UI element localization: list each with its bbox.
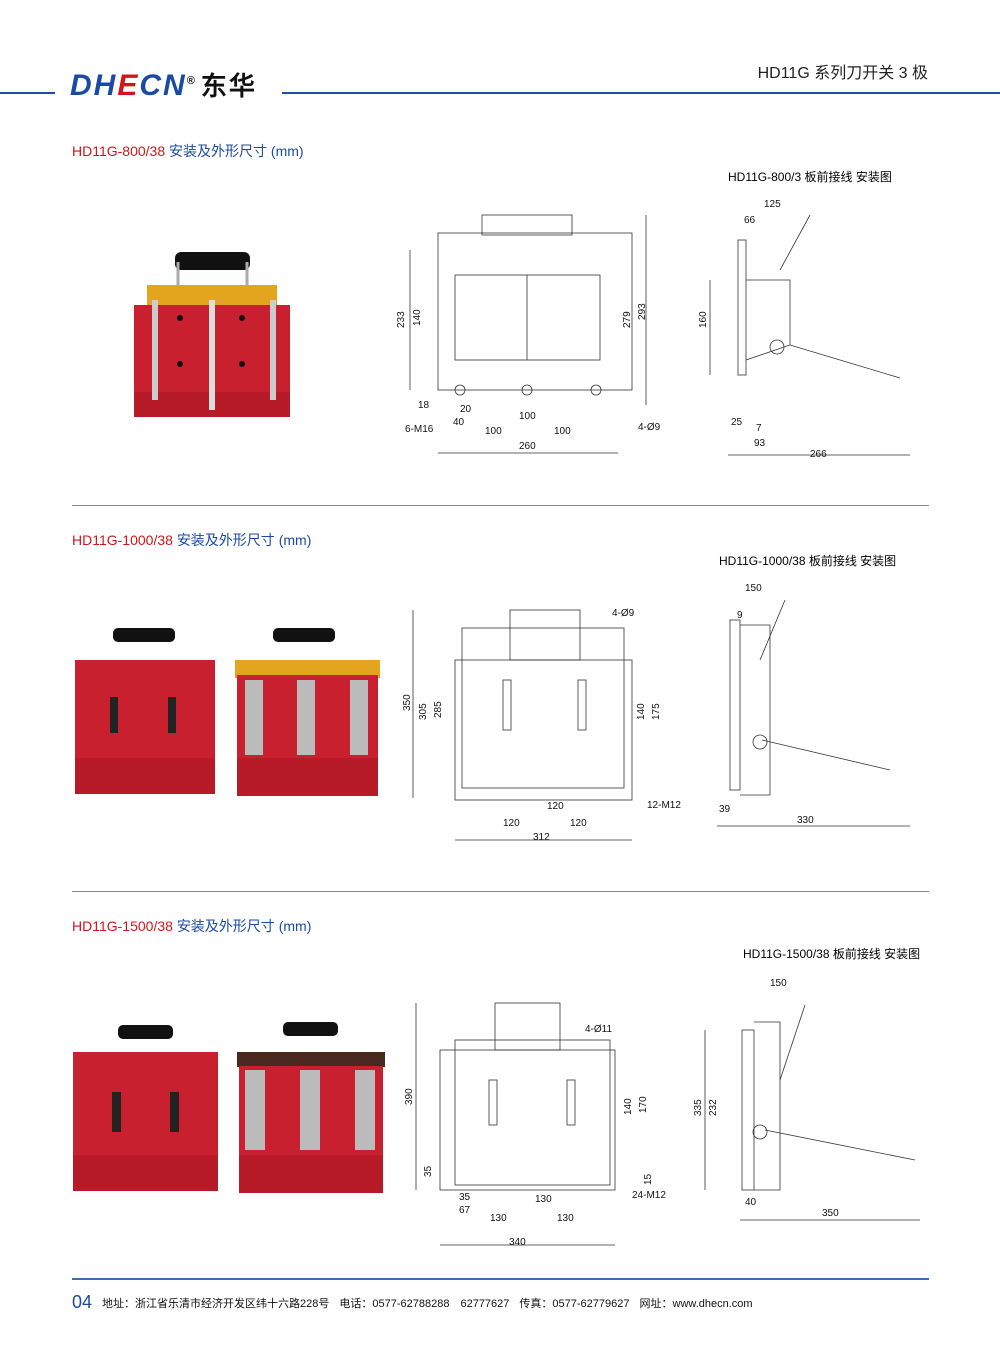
drawing-1000-side: 150 9 39 330 [717,583,910,827]
photo-1500-front [73,1025,218,1191]
svg-text:170: 170 [638,1096,649,1113]
svg-text:293: 293 [637,303,648,320]
svg-text:40: 40 [453,417,465,428]
section-title-1000: HD11G-1000/38 安装及外形尺寸 (mm) [72,530,311,550]
svg-text:6-M16: 6-M16 [405,424,434,435]
caption: 安装及外形尺寸 (mm) [176,918,312,934]
svg-text:4-Ø9: 4-Ø9 [638,422,661,433]
photo-800 [134,252,290,417]
model-name: HD11G-1000/38 [72,532,173,548]
svg-text:330: 330 [797,815,814,826]
page-number: 04 [72,1292,93,1312]
svg-text:120: 120 [570,818,587,829]
drawing-1000-front: 4-Ø9 350 305 285 140 175 120 120 120 312… [402,608,681,843]
svg-text:130: 130 [490,1213,507,1224]
svg-text:266: 266 [810,449,827,460]
svg-text:35: 35 [459,1192,471,1203]
svg-text:125: 125 [764,199,781,210]
svg-text:160: 160 [698,311,709,328]
fax: 传真：0577-62779627 [519,1297,630,1310]
svg-text:40: 40 [745,1197,757,1208]
svg-text:305: 305 [418,703,429,720]
photo-1000-front [75,628,215,794]
drawing-1500-side: 150 335 232 40 350 [693,978,920,1221]
svg-text:4-Ø11: 4-Ø11 [585,1024,612,1035]
side-drawing-title: HD11G-1000/38 板前接线 安装图 [719,554,897,568]
svg-text:67: 67 [459,1205,471,1216]
drawing-1500-front: 4-Ø11 390 140 170 35 35 67 130 130 130 3… [404,1002,666,1248]
website-link[interactable]: 网址：www.dhecn.com [639,1297,753,1310]
svg-text:130: 130 [557,1213,574,1224]
header-rule-left [0,92,55,94]
photo-1000-back [235,628,380,796]
svg-text:175: 175 [651,703,662,720]
model-name: HD11G-1500/38 [72,918,173,934]
caption: 安装及外形尺寸 (mm) [176,532,312,548]
svg-text:35: 35 [423,1165,434,1177]
page-title: HD11G 系列刀开关 3 极 [757,65,928,82]
svg-text:66: 66 [744,215,756,226]
svg-text:120: 120 [547,801,564,812]
svg-text:25: 25 [731,417,743,428]
svg-text:150: 150 [770,978,787,989]
svg-text:232: 232 [708,1099,719,1116]
svg-text:12-M12: 12-M12 [647,800,681,811]
svg-text:15: 15 [643,1173,654,1185]
svg-text:100: 100 [519,411,536,422]
model-name: HD11G-800/38 [72,143,166,159]
svg-text:233: 233 [396,311,407,328]
svg-text:140: 140 [623,1098,634,1115]
svg-text:7: 7 [756,423,762,434]
header-rule-right [282,92,1000,94]
divider [72,891,929,892]
svg-text:260: 260 [519,441,536,452]
svg-text:18: 18 [418,400,430,411]
svg-text:312: 312 [533,832,550,843]
footer-rule [72,1278,929,1280]
footer: 04 地址：浙江省乐清市经济开发区纬十六路228号 电话：0577-627882… [72,1292,753,1313]
svg-text:340: 340 [509,1237,526,1248]
svg-text:140: 140 [636,703,647,720]
svg-text:4-Ø9: 4-Ø9 [612,608,635,619]
svg-text:93: 93 [754,438,766,449]
svg-text:120: 120 [503,818,520,829]
svg-text:100: 100 [554,426,571,437]
logo-cn: 东华 [200,71,257,101]
svg-text:285: 285 [433,701,444,718]
svg-text:279: 279 [622,311,633,328]
svg-text:140: 140 [412,309,423,326]
svg-text:150: 150 [745,583,762,594]
address: 地址：浙江省乐清市经济开发区纬十六路228号 [102,1297,330,1310]
svg-text:100: 100 [485,426,502,437]
drawing-800-side: 125 66 160 25 7 93 266 [698,199,910,460]
section-title-800: HD11G-800/38 安装及外形尺寸 (mm) [72,141,304,161]
logo: DHECN®东华 [70,69,257,102]
drawing-800-front: 233 140 279 293 18 20 40 6-M16 100 100 1… [396,214,661,454]
svg-text:39: 39 [719,804,731,815]
svg-text:9: 9 [737,610,743,621]
divider [72,505,929,506]
svg-text:24-M12: 24-M12 [632,1190,666,1201]
svg-text:390: 390 [404,1088,415,1105]
section-title-1500: HD11G-1500/38 安装及外形尺寸 (mm) [72,916,311,936]
side-drawing-title: HD11G-1500/38 板前接线 安装图 [743,947,921,961]
svg-text:350: 350 [402,694,413,711]
side-drawing-title: HD11G-800/3 板前接线 安装图 [728,170,892,184]
phone: 电话：0577-62788288 62777627 [339,1297,510,1310]
caption: 安装及外形尺寸 (mm) [169,143,304,159]
svg-text:335: 335 [693,1099,704,1116]
svg-text:350: 350 [822,1208,839,1219]
svg-text:20: 20 [460,404,472,415]
photo-1500-back [237,1022,385,1193]
svg-text:130: 130 [535,1194,552,1205]
